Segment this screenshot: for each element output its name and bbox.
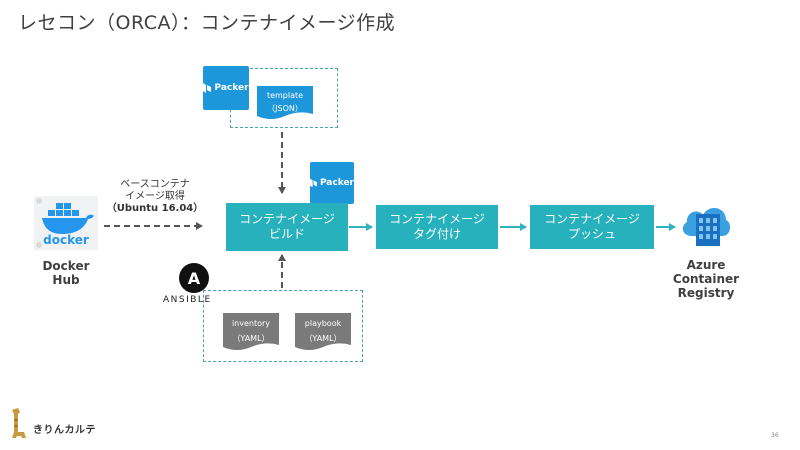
inventory-document: inventory （YAML） bbox=[223, 313, 279, 351]
footer-brand: きりんカルテ bbox=[33, 425, 96, 436]
packer-mark-icon bbox=[203, 83, 212, 93]
template-document: template （JSON） bbox=[257, 86, 313, 120]
page-title: レセコン（ORCA）：コンテナイメージ作成 bbox=[18, 12, 396, 34]
giraffe-logo-icon bbox=[12, 408, 26, 438]
document-icon bbox=[295, 313, 351, 350]
step-push-box: コンテナイメージ プッシュ bbox=[530, 205, 654, 249]
fetch-base-image-label: ベースコンテナ イメージ取得 （Ubuntu 16.04） bbox=[106, 179, 204, 214]
step-tag-box: コンテナイメージ タグ付け bbox=[376, 205, 498, 249]
document-icon bbox=[223, 313, 279, 350]
ansible-group bbox=[203, 290, 363, 362]
page-number: 36 bbox=[771, 432, 779, 439]
packer-mark-icon bbox=[310, 178, 317, 188]
packer-build-logo: Packer bbox=[310, 162, 354, 204]
registry-label: Azure Container Registry bbox=[672, 258, 740, 300]
docker-logo-text: docker bbox=[43, 233, 89, 247]
ansible-label: ANSIBLE bbox=[163, 295, 212, 305]
packer-logo-icon: Packer bbox=[203, 66, 249, 110]
document-icon bbox=[257, 86, 313, 119]
docker-hub-label: Docker Hub bbox=[42, 259, 90, 287]
docker-logo-tile: docker bbox=[34, 196, 98, 250]
docker-whale-icon bbox=[36, 198, 94, 248]
azure-container-registry-icon bbox=[682, 208, 730, 246]
playbook-document: playbook （YAML） bbox=[295, 313, 351, 351]
step-build-box: コンテナイメージ ビルド bbox=[226, 203, 348, 251]
ansible-logo-icon: A bbox=[179, 263, 209, 293]
